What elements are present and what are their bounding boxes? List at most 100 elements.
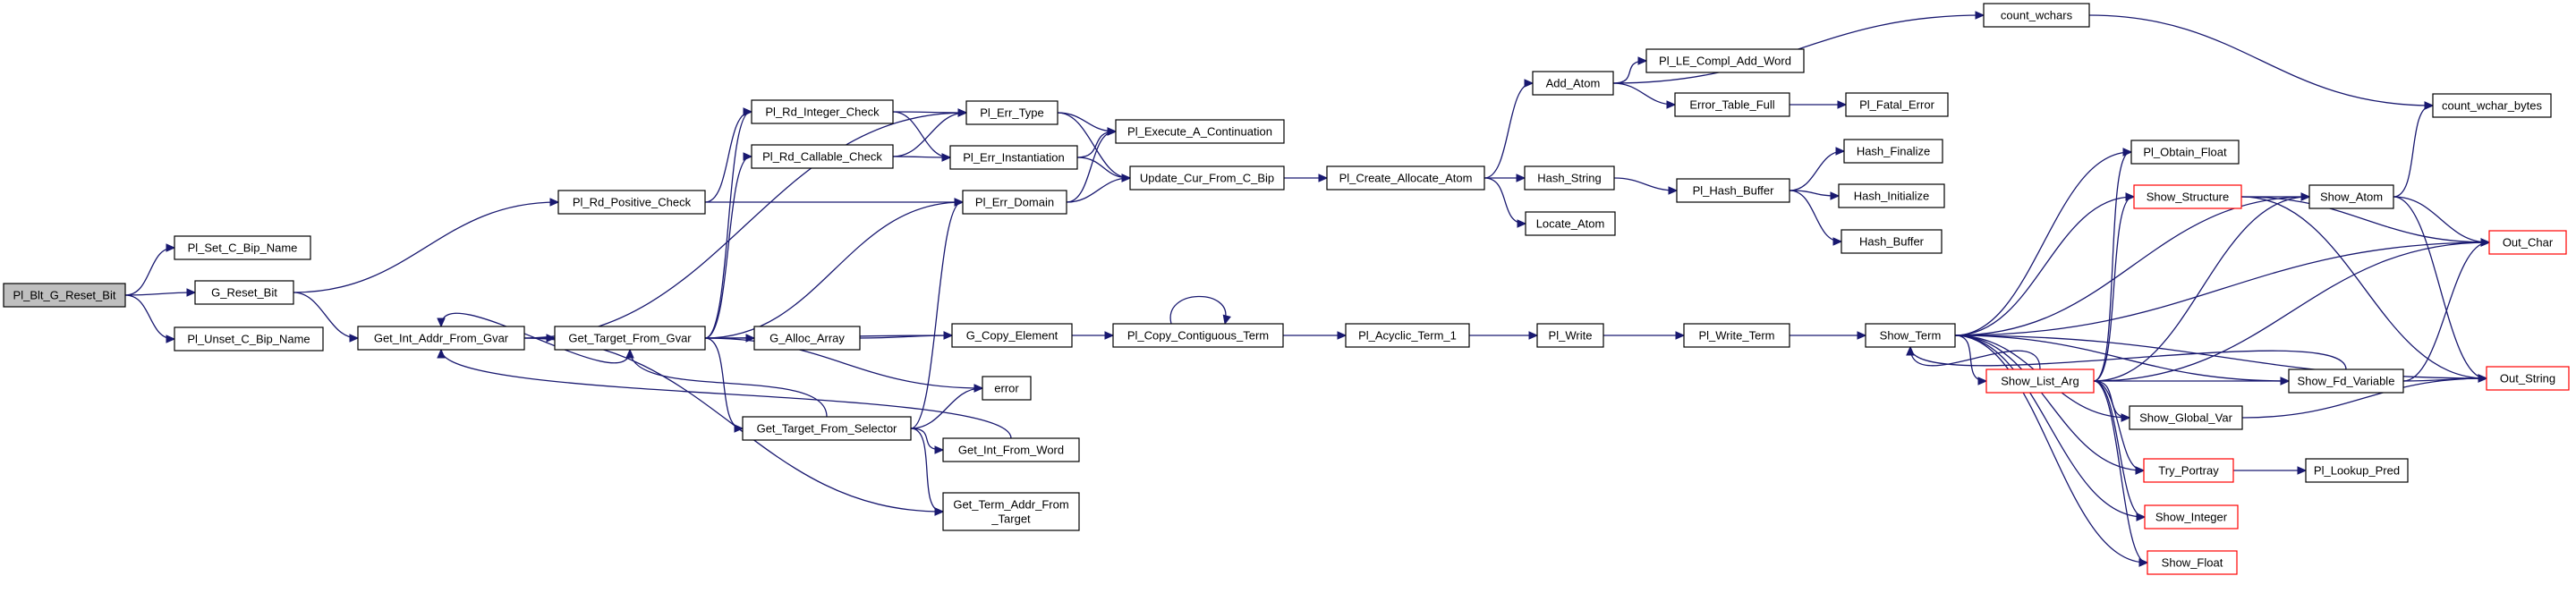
node-hash-buffer[interactable]: Hash_Buffer (1841, 229, 1943, 254)
node-label: Pl_Write (1549, 329, 1593, 343)
node-show-float[interactable]: Show_Float (2147, 550, 2238, 575)
edge-arrowhead (1104, 331, 1115, 340)
node-out-string[interactable]: Out_String (2486, 366, 2570, 391)
node-label: Pl_Blt_G_Reset_Bit (13, 289, 116, 302)
edge-show-term-to-show-structure (1954, 192, 2136, 336)
node-create-atom[interactable]: Pl_Create_Allocate_Atom (1326, 165, 1485, 191)
node-try-portray[interactable]: Try_Portray (2143, 458, 2234, 483)
edge-arrowhead (1668, 186, 1679, 195)
node-label: Pl_Execute_A_Continuation (1127, 125, 1272, 139)
node-exec-cont[interactable]: Pl_Execute_A_Continuation (1115, 119, 1285, 144)
node-rd-positive[interactable]: Pl_Rd_Positive_Check (557, 190, 706, 215)
node-box (951, 323, 1073, 348)
node-box (1838, 183, 1945, 208)
node-add-atom[interactable]: Add_Atom (1532, 71, 1614, 96)
node-get-term-addr[interactable]: Get_Term_Addr_From_Target (942, 492, 1080, 531)
edge-line (892, 111, 950, 158)
edges-layer (124, 11, 2491, 567)
node-rd-integer[interactable]: Pl_Rd_Integer_Check (751, 99, 894, 124)
node-label: Hash_String (1537, 172, 1602, 185)
edge-show-term-to-obtain-float (1954, 148, 2133, 336)
edge-arrowhead (2121, 413, 2131, 422)
node-copy-contig[interactable]: Pl_Copy_Contiguous_Term (1112, 323, 1284, 348)
node-label: G_Reset_Bit (211, 286, 277, 300)
node-show-term[interactable]: Show_Term (1865, 323, 1956, 348)
node-hash-finalize[interactable]: Hash_Finalize (1843, 139, 1943, 164)
node-label: Get_Term_Addr_From (953, 498, 1068, 512)
node-show-list-arg[interactable]: Show_List_Arg (1985, 369, 2095, 394)
node-count-wchars[interactable]: count_wchars (1983, 3, 2090, 28)
node-get-target-gvar[interactable]: Get_Target_From_Gvar (554, 326, 706, 351)
node-g-alloc-array[interactable]: G_Alloc_Array (753, 326, 861, 351)
node-show-integer[interactable]: Show_Integer (2144, 504, 2239, 529)
edge-g-alloc-array-to-g-copy-element (859, 331, 954, 340)
edge-line (910, 428, 943, 513)
edge-show-fd-var-to-out-char (2402, 238, 2491, 382)
edge-rd-integer-to-err-inst (892, 111, 952, 162)
edge-line (440, 312, 631, 364)
node-get-int-word[interactable]: Get_Int_From_Word (942, 437, 1080, 462)
node-rd-callable[interactable]: Pl_Rd_Callable_Check (751, 144, 894, 169)
edge-get-target-selector-to-err-domain (910, 198, 965, 429)
node-label: Pl_Obtain_Float (2143, 146, 2227, 159)
node-g-copy-element[interactable]: G_Copy_Element (951, 323, 1073, 348)
node-err-inst[interactable]: Pl_Err_Instantiation (949, 145, 1078, 170)
edge-line (1954, 335, 2147, 563)
edge-arrowhead (957, 108, 968, 117)
node-label: Error_Table_Full (1689, 98, 1774, 112)
edge-arrowhead (941, 153, 952, 162)
node-locate-atom[interactable]: Locate_Atom (1525, 211, 1616, 236)
node-g-reset-bit[interactable]: G_Reset_Bit (194, 280, 294, 305)
node-acyclic[interactable]: Pl_Acyclic_Term_1 (1345, 323, 1470, 348)
node-show-fd-var[interactable]: Show_Fd_Variable (2288, 369, 2404, 394)
node-hash-initialize[interactable]: Hash_Initialize (1838, 183, 1945, 208)
node-label: count_wchars (2001, 9, 2073, 22)
node-update-cur[interactable]: Update_Cur_From_C_Bip (1129, 165, 1285, 191)
node-err-type[interactable]: Pl_Err_Type (965, 100, 1058, 125)
node-error[interactable]: error (982, 376, 1032, 401)
edge-hash-string-to-hash-buffer-pl (1613, 177, 1679, 195)
node-label: Pl_Err_Type (980, 106, 1044, 120)
edge-show-structure-to-out-string (2240, 196, 2488, 383)
node-set-c-bip[interactable]: Pl_Set_C_Bip_Name (174, 235, 311, 260)
edge-line (859, 335, 952, 339)
edge-line (2093, 380, 2147, 563)
node-lookup-pred[interactable]: Pl_Lookup_Pred (2305, 458, 2409, 483)
node-show-atom[interactable]: Show_Atom (2308, 184, 2394, 209)
node-obtain-float[interactable]: Pl_Obtain_Float (2130, 140, 2240, 165)
node-out-char[interactable]: Out_Char (2488, 230, 2567, 255)
node-box (2305, 458, 2409, 483)
node-pl-write[interactable]: Pl_Write (1536, 323, 1604, 348)
node-root[interactable]: Pl_Blt_G_Reset_Bit (3, 283, 126, 308)
node-box (2129, 405, 2243, 430)
node-le-compl[interactable]: Pl_LE_Compl_Add_Word (1645, 48, 1805, 73)
node-err-table-full[interactable]: Error_Table_Full (1674, 92, 1790, 117)
edge-arrowhead (1837, 100, 1848, 109)
nodes-layer: Pl_Blt_G_Reset_Bit Pl_Set_C_Bip_NameG_Res… (3, 3, 2570, 575)
node-show-global-var[interactable]: Show_Global_Var (2129, 405, 2243, 430)
node-show-structure[interactable]: Show_Structure (2133, 184, 2242, 209)
edge-line (1954, 196, 2134, 336)
node-err-domain[interactable]: Pl_Err_Domain (962, 190, 1067, 215)
edge-g-reset-bit-to-get-int-addr (293, 292, 360, 343)
edge-show-atom-to-count-wchar-bytes (2393, 101, 2435, 198)
node-box (1674, 92, 1790, 117)
node-count-wchar-bytes[interactable]: count_wchar_bytes (2432, 93, 2552, 118)
edge-get-target-gvar-to-get-int-addr (437, 312, 631, 364)
node-write-term[interactable]: Pl_Write_Term (1683, 323, 1790, 348)
edge-line (1484, 177, 1526, 224)
node-hash-buffer-pl[interactable]: Pl_Hash_Buffer (1676, 178, 1790, 203)
node-hash-string[interactable]: Hash_String (1524, 165, 1615, 191)
node-unset-c-bip[interactable]: Pl_Unset_C_Bip_Name (174, 326, 324, 352)
node-get-int-addr[interactable]: Get_Int_Addr_From_Gvar (357, 326, 525, 351)
edge-hash-buffer-pl-to-hash-buffer (1789, 190, 1843, 246)
edge-show-list-arg-to-show-global-var (2093, 380, 2131, 422)
node-box (2488, 230, 2567, 255)
edge-get-target-gvar-to-rd-integer (704, 107, 753, 339)
edge-line (1789, 150, 1844, 191)
node-fatal-error[interactable]: Pl_Fatal_Error (1845, 92, 1949, 117)
node-label: Show_Fd_Variable (2298, 375, 2395, 388)
node-get-target-selector[interactable]: Get_Target_From_Selector (742, 416, 912, 441)
edge-line (1612, 60, 1646, 84)
edge-root-to-unset-c-bip (124, 294, 176, 343)
